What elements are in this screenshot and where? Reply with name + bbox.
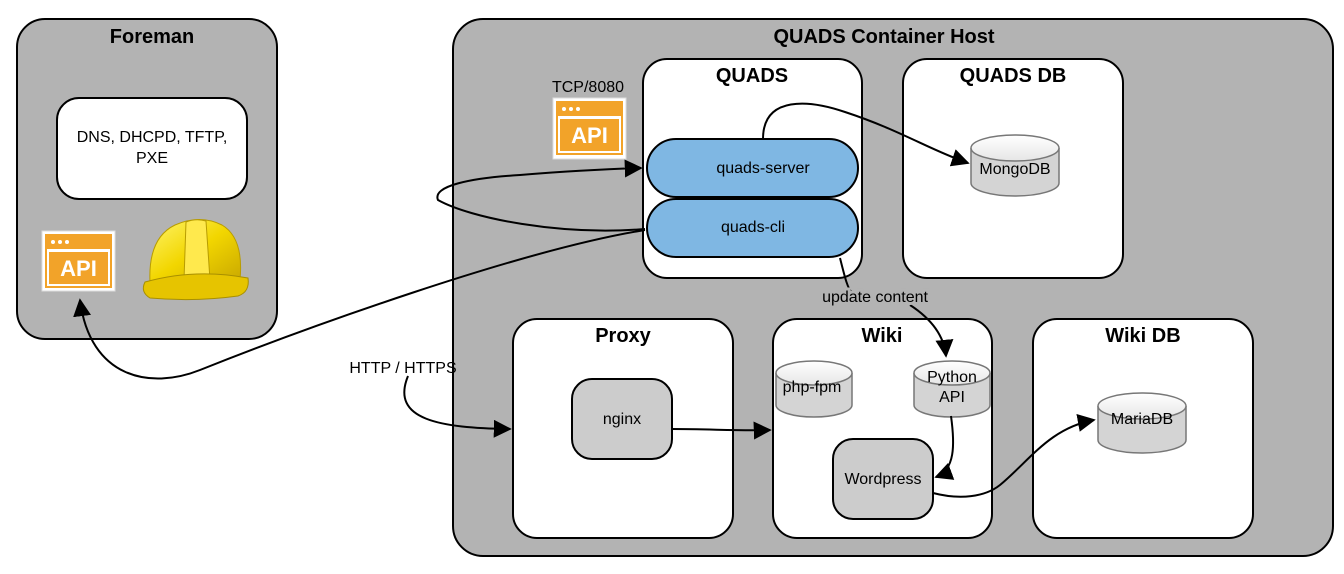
wordpress-label: Wordpress: [844, 471, 921, 488]
foreman-services-line1: DNS, DHCPD, TFTP,: [77, 129, 228, 146]
quads-server-node: quads-server: [646, 138, 859, 198]
hard-hat-icon: [142, 219, 249, 301]
python-api-label-line2: API: [939, 389, 965, 406]
php-fpm-cylinder-icon: php-fpm: [775, 360, 853, 418]
python-api-label-line1: Python: [927, 369, 977, 386]
quads-cli-label: quads-cli: [721, 219, 785, 236]
edge-http-to-proxy: [403, 375, 512, 438]
proxy-box: Proxy nginx: [512, 318, 734, 539]
wordpress-node: Wordpress: [832, 438, 934, 520]
edge-quads-cli-to-quads-server: [436, 159, 646, 232]
php-fpm-label: php-fpm: [783, 379, 842, 396]
nginx-label: nginx: [603, 411, 641, 428]
wiki-title: Wiki: [862, 325, 903, 347]
edge-quads-cli-to-foreman-api: [73, 229, 646, 380]
mongodb-cylinder-icon: MongoDB: [970, 134, 1060, 197]
mongodb-label: MongoDB: [979, 161, 1050, 178]
mariadb-cylinder-icon: MariaDB: [1097, 392, 1187, 454]
connectors: [73, 102, 1096, 498]
edge-quads-cli-to-python-api: [839, 257, 946, 356]
edge-nginx-to-wiki: [671, 421, 772, 440]
update-content-label: update content: [822, 289, 928, 306]
quads-db-box: QUADS DB MongoDB: [902, 58, 1124, 279]
foreman-services-box: DNS, DHCPD, TFTP, PXE: [56, 97, 248, 200]
quads-title: QUADS: [716, 65, 788, 87]
quads-api-icon: API: [552, 97, 627, 160]
http-https-label: HTTP / HTTPS: [349, 360, 456, 377]
quads-cli-node: quads-cli: [646, 198, 859, 258]
wiki-db-title: Wiki DB: [1105, 325, 1180, 347]
foreman-api-icon: API: [41, 230, 116, 292]
mariadb-label: MariaDB: [1111, 411, 1173, 428]
foreman-title: Foreman: [110, 26, 194, 48]
quads-api-label: API: [571, 123, 608, 148]
quads-db-title: QUADS DB: [960, 65, 1067, 87]
edge-quads-server-to-mongodb: [762, 102, 970, 167]
nginx-node: nginx: [571, 378, 673, 460]
host-title: QUADS Container Host: [773, 26, 994, 48]
python-api-cylinder-icon: Python API: [913, 360, 991, 418]
edge-wordpress-to-mariadb: [932, 414, 1096, 498]
tcp-port-label: TCP/8080: [552, 79, 624, 96]
quads-box: QUADS quads-server quads-cli: [642, 58, 863, 279]
foreman-services-line2: PXE: [136, 150, 168, 167]
foreman-container: Foreman DNS, DHCPD, TFTP, PXE API: [16, 18, 278, 340]
wiki-db-box: Wiki DB MariaDB: [1032, 318, 1254, 539]
wiki-box: Wiki php-fpm Python API Wordpress: [772, 318, 993, 539]
proxy-title: Proxy: [595, 325, 651, 347]
edge-python-api-to-wordpress: [934, 415, 955, 480]
quads-server-label: quads-server: [716, 160, 810, 177]
foreman-api-label: API: [60, 256, 97, 281]
